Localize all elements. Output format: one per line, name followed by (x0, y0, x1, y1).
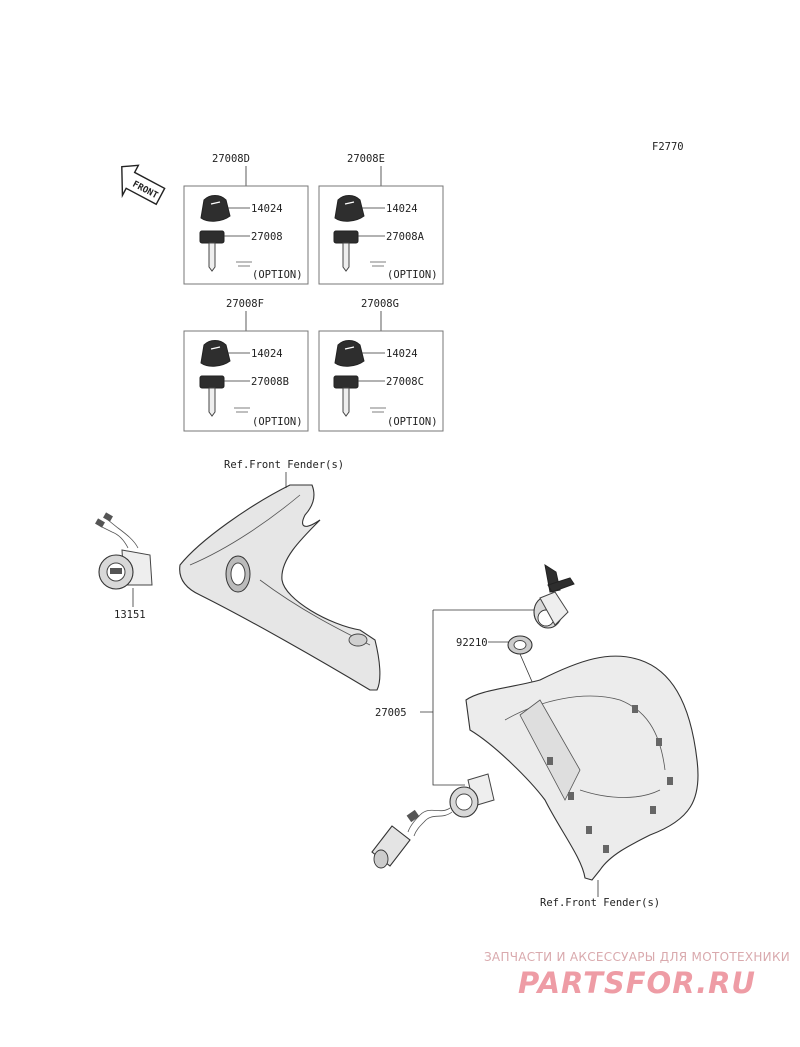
key-icon (333, 230, 359, 272)
key-part-number: 27008C (386, 376, 424, 388)
ignition-switch-13151 (95, 512, 153, 590)
watermark-tagline: ЗАПЧАСТИ И АКСЕССУАРЫ ДЛЯ МОТОТЕХНИКИ (483, 950, 791, 964)
ref-front-fender-bottom: Ref.Front Fender(s) (540, 897, 660, 909)
key-part-number: 27008A (386, 231, 425, 243)
switch-body-with-connector (371, 773, 495, 869)
key-set-27008e: 27008E 14024 27008A (OPTION) (318, 153, 444, 285)
key-icon (333, 375, 359, 417)
key-set-number: 27008G (361, 298, 399, 310)
cover-part-number: 14024 (251, 348, 283, 360)
key-set-number: 27008D (212, 153, 250, 165)
figure-code: F2770 (652, 141, 684, 153)
watermark-logo: PARTSFOR.RU (518, 966, 756, 1000)
front-fender-panel-bottom (465, 655, 699, 881)
key-set-27008f: 27008F 14024 27008B (OPTION) (183, 298, 309, 432)
front-arrow-icon: FRONT (121, 164, 166, 206)
key-cover-icon (200, 340, 231, 367)
nut-part-number: 92210 (456, 637, 488, 649)
key-cover-icon (334, 195, 365, 222)
watermark: ЗАПЧАСТИ И АКСЕССУАРЫ ДЛЯ МОТОТЕХНИКИ PA… (482, 950, 792, 1000)
key-blank-icon (370, 407, 386, 413)
cover-part-number: 14024 (386, 348, 418, 360)
cover-part-number: 14024 (386, 203, 418, 215)
key-set-number: 27008E (347, 153, 385, 165)
key-part-number: 27008 (251, 231, 283, 243)
key-cover-icon (334, 340, 365, 367)
key-set-27008g: 27008G 14024 27008C (OPTION) (318, 298, 444, 432)
key-blank-icon (236, 261, 252, 267)
key-in-lock-icon (533, 563, 575, 629)
key-blank-icon (370, 261, 386, 267)
key-icon (199, 230, 225, 272)
option-note: (OPTION) (252, 416, 303, 428)
key-cover-icon (200, 195, 231, 222)
cover-part-number: 14024 (251, 203, 283, 215)
assembly-bracket-lines (420, 609, 540, 786)
key-set-number: 27008F (226, 298, 264, 310)
option-note: (OPTION) (387, 269, 438, 281)
key-part-number: 27008B (251, 376, 289, 388)
ref-front-fender-top: Ref.Front Fender(s) (224, 459, 344, 471)
front-fender-panel-top (179, 484, 381, 691)
switch-part-number: 13151 (114, 609, 146, 621)
key-set-27008d: 27008D 14024 27008 (OPTION) (183, 153, 309, 285)
assembly-part-number: 27005 (375, 707, 407, 719)
option-note: (OPTION) (387, 416, 438, 428)
option-note: (OPTION) (252, 269, 303, 281)
key-icon (199, 375, 225, 417)
nut-92210-icon (507, 635, 533, 655)
key-blank-icon (234, 407, 250, 413)
